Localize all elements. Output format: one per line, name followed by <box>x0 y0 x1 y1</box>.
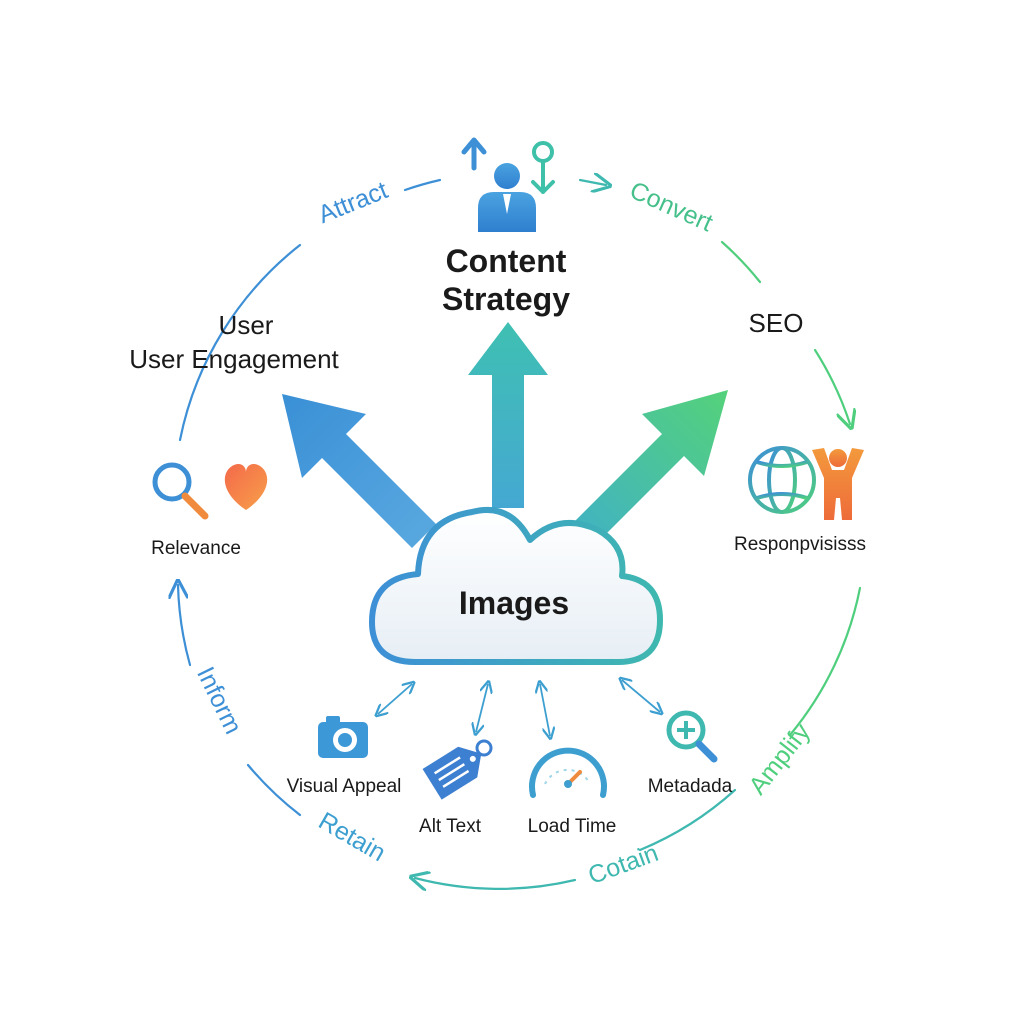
camera-icon <box>318 716 368 758</box>
metadata-label: Metadada <box>648 776 733 797</box>
content-strategy-line1: Content <box>446 243 567 279</box>
alt-text-label: Alt Text <box>419 816 482 837</box>
search-icon <box>152 462 209 520</box>
tag-icon <box>422 739 493 800</box>
connector-metadata <box>622 680 660 712</box>
heart-icon <box>224 463 268 510</box>
responsiveness-label: Responpvisisss <box>734 534 866 555</box>
arrow-to-seo <box>568 390 728 550</box>
cycle-arc-cotain <box>638 788 737 852</box>
cycle-arc-retain <box>415 878 577 889</box>
outcome-arrows <box>282 322 728 550</box>
connector-load-time <box>540 684 550 736</box>
cycle-arc-amplify <box>788 586 862 737</box>
globe-icon <box>748 446 816 514</box>
cycle-arc-inform <box>178 585 192 667</box>
visual-appeal-label: Visual Appeal <box>287 776 402 797</box>
cycle-arc-attract-top <box>403 178 442 192</box>
user-engagement-line1: User <box>219 310 274 340</box>
connector-alt-text <box>476 684 488 732</box>
cycle-label-retain: Retain <box>314 807 391 867</box>
diagram-labels: Content Strategy User User Engagement SE… <box>129 243 866 837</box>
cycle-label-cotain: Cotain <box>585 839 662 890</box>
cycle-arc-retain-left <box>246 763 302 817</box>
gauge-icon <box>529 747 607 798</box>
connector-visual-appeal <box>378 684 412 714</box>
cycle-arc-convert <box>720 240 762 284</box>
cycle-label-inform: Inform <box>191 663 247 739</box>
relevance-label: Relevance <box>151 538 241 559</box>
arrow-to-user-engagement <box>282 394 436 548</box>
cycle-arc-attract <box>178 243 302 442</box>
images-cloud <box>369 506 663 665</box>
person-cheering-icon <box>812 448 864 520</box>
cycle-label-attract: Attract <box>314 176 392 229</box>
cycle-ring <box>178 178 862 889</box>
images-label: Images <box>459 585 569 621</box>
cycle-arc-convert-arrow <box>578 180 606 185</box>
load-time-label: Load Time <box>528 816 617 837</box>
cycle-arc-seo <box>813 348 850 424</box>
cycle-label-amplify: Amplify <box>743 718 816 800</box>
arrow-to-content-strategy <box>468 322 548 508</box>
seo-label: SEO <box>749 308 804 338</box>
content-strategy-line2: Strategy <box>442 281 570 317</box>
zoom-in-icon <box>666 710 718 763</box>
user-engagement-line2: User Engagement <box>129 344 339 374</box>
attribute-connectors <box>378 680 660 736</box>
person-up-down-icon <box>461 137 555 232</box>
cycle-label-convert: Convert <box>626 176 717 237</box>
